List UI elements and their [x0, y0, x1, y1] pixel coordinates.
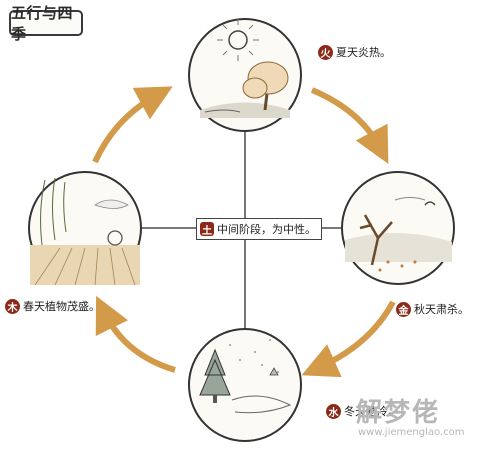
diagram-title: 五行与四季	[9, 4, 83, 43]
earth-center-box: 土 中间阶段，为中性。	[196, 218, 322, 240]
summer-illustration	[188, 18, 302, 132]
winter-illustration	[188, 328, 302, 442]
fire-badge: 火	[318, 44, 333, 60]
arrow-spring-to-summer	[92, 86, 173, 164]
water-badge: 水	[326, 403, 341, 419]
watermark: 解梦佬 www.jiemenglao.com	[318, 392, 464, 438]
metal-badge: 金	[396, 301, 411, 317]
wood-label: 木 春天植物茂盛。	[5, 298, 100, 314]
arrow-winter-to-spring	[95, 295, 176, 373]
watermark-logo-text: 解梦佬	[356, 398, 441, 428]
water-label: 水 冬天寒冷。	[326, 403, 399, 419]
fire-text: 夏天炎热。	[336, 46, 391, 59]
metal-text: 秋天肃杀。	[414, 303, 469, 316]
arrow-summer-to-autumn	[310, 87, 389, 164]
autumn-illustration	[341, 171, 455, 285]
spring-illustration	[28, 171, 142, 286]
wood-text: 春天植物茂盛。	[23, 300, 100, 313]
earth-badge: 土	[200, 222, 214, 237]
water-text: 冬天寒冷。	[344, 405, 399, 418]
fire-label: 火 夏天炎热。	[318, 44, 391, 60]
metal-label: 金 秋天肃杀。	[396, 301, 469, 317]
arrow-autumn-to-winter	[301, 300, 396, 378]
watermark-url: www.jiemenglao.com	[358, 427, 465, 438]
earth-text: 中间阶段，为中性。	[217, 223, 316, 236]
wood-badge: 木	[5, 298, 20, 314]
